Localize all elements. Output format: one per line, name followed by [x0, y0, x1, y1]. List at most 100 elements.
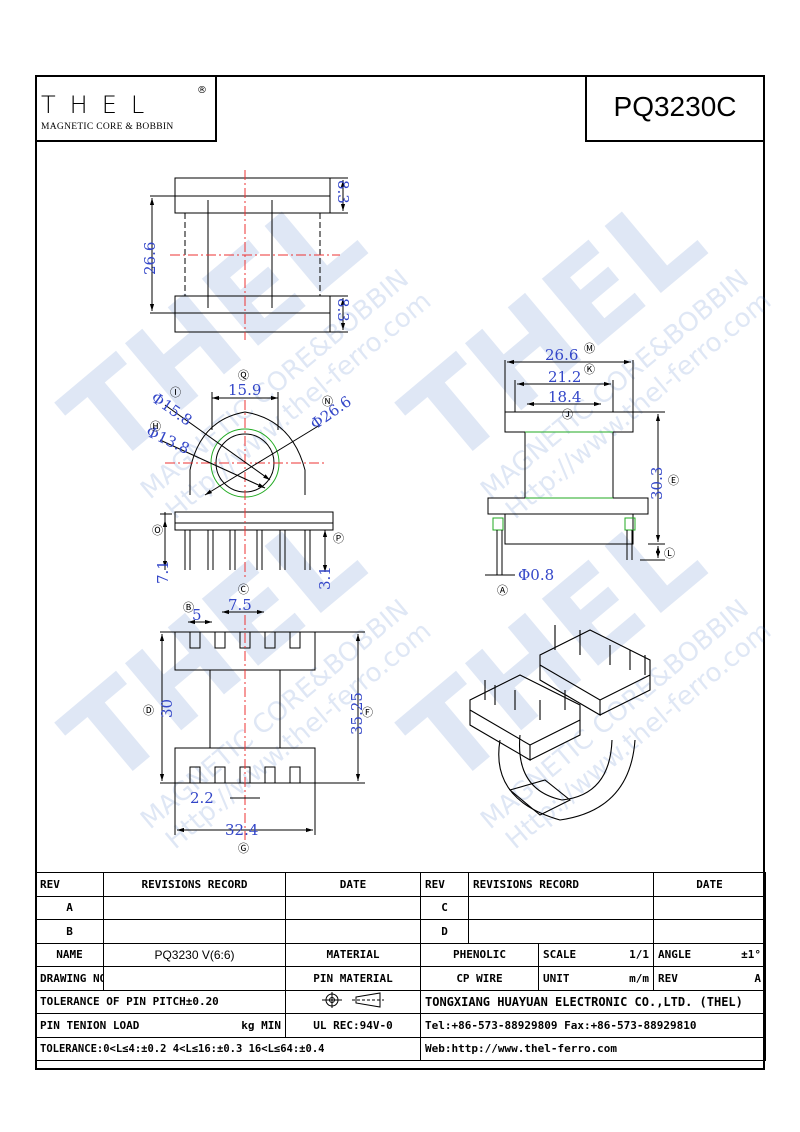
- general-tolerance: TOLERANCE:0<L≤4:±0.2 4<L≤16:±0.3 16<L≤64…: [35, 1036, 421, 1061]
- dim-top-w-mid: 26.6: [545, 346, 578, 364]
- dim-pin-dia: Φ0.8: [518, 566, 554, 584]
- projection-symbol: [285, 989, 421, 1014]
- rev-c-date: [653, 895, 766, 920]
- date-header-2: DATE: [653, 872, 766, 897]
- material-label: MATERIAL: [285, 942, 421, 967]
- logo-subtitle: MAGNETIC CORE & BOBBIN: [41, 122, 174, 132]
- unit-cell: UNIT m/m: [538, 966, 654, 991]
- dim-top-height: 30.3: [648, 467, 666, 500]
- marker-l: Ⓛ: [664, 547, 675, 560]
- name-value: PQ3230 V(6:6): [103, 942, 286, 967]
- marker-e: Ⓔ: [668, 474, 679, 487]
- dim-top-w-j: 18.4: [548, 388, 581, 406]
- rev-b-record: [103, 919, 286, 944]
- rev-b: B: [35, 919, 104, 944]
- dim-bottom-d: 30: [158, 699, 176, 718]
- marker-p: Ⓟ: [333, 532, 344, 545]
- unit-value: m/m: [629, 971, 649, 985]
- ul-rating: UL REC:94V-0: [285, 1013, 421, 1038]
- dim-top-w-k: 21.2: [548, 368, 581, 386]
- dim-bottom-pin: 2.2: [190, 789, 214, 807]
- dim-bottom-f: 35.25: [348, 692, 366, 735]
- dim-pin-o: 7.1: [154, 560, 172, 584]
- scale-label: SCALE: [543, 948, 577, 962]
- company-name: TONGXIANG HUAYUAN ELECTRONIC CO.,LTD. (T…: [420, 989, 766, 1014]
- dim-pin-p: 3.1: [316, 566, 334, 590]
- marker-g: Ⓖ: [238, 842, 249, 855]
- rev-header: REV: [35, 872, 104, 897]
- pin-load-label: PIN TENION LOAD: [40, 1018, 140, 1032]
- marker-q: Ⓠ: [238, 369, 249, 382]
- marker-k: Ⓚ: [584, 363, 595, 376]
- dim-side-top: 8.3: [334, 180, 352, 204]
- contact-tel: Tel:+86-573-88929809 Fax:+86-573-8892981…: [420, 1013, 766, 1038]
- pin-load-unit: kg MIN: [241, 1018, 281, 1032]
- part-number-box: PQ3230C: [585, 77, 763, 142]
- drawing-no-value: [103, 966, 286, 991]
- drawing-sheet: THEL ® MAGNETIC CORE & BOBBIN PQ3230C: [35, 75, 765, 1070]
- front-pins: [184, 530, 311, 570]
- iso-pins: [484, 625, 646, 720]
- tolerance-pin-pitch: TOLERANCE OF PIN PITCH±0.20: [35, 989, 286, 1014]
- registered-mark: ®: [197, 85, 207, 96]
- isometric-view: [469, 625, 651, 821]
- top-view: [485, 359, 665, 576]
- projection-symbol-icon: [322, 992, 384, 1009]
- rev-a: A: [35, 895, 104, 920]
- bottom-view: [159, 609, 365, 840]
- unit-label: UNIT: [543, 971, 570, 985]
- marker-b: Ⓑ: [183, 601, 194, 614]
- revisions-header: REVISIONS RECORD: [103, 872, 286, 897]
- marker-o: Ⓞ: [152, 524, 163, 537]
- part-number: PQ3230C: [613, 91, 737, 122]
- date-header: DATE: [285, 872, 421, 897]
- scale-cell: SCALE 1/1: [538, 942, 654, 967]
- rev-a-record: [103, 895, 286, 920]
- rev-c: C: [420, 895, 469, 920]
- rev-header-2: REV: [420, 872, 469, 897]
- marker-m: Ⓜ: [584, 342, 595, 355]
- bottom-pin-slots: [189, 631, 301, 784]
- marker-c: Ⓒ: [238, 583, 249, 596]
- marker-f: Ⓕ: [362, 706, 373, 719]
- rev-value: A: [754, 971, 761, 985]
- rev-c-record: [468, 895, 654, 920]
- title-block: REV REVISIONS RECORD DATE REV REVISIONS …: [35, 872, 766, 1061]
- angle-label: ANGLE: [658, 948, 692, 962]
- name-label: NAME: [35, 942, 104, 967]
- marker-i: Ⓘ: [170, 386, 181, 399]
- dim-front-width: 15.9: [228, 381, 261, 399]
- dim-bottom-c: 7.5: [228, 596, 252, 614]
- dim-bottom-width: 32.4: [225, 821, 258, 839]
- pin-material-label: PIN MATERIAL: [285, 966, 421, 991]
- marker-a: Ⓐ: [497, 584, 508, 597]
- rev-d: D: [420, 919, 469, 944]
- pin-material-value: CP WIRE: [420, 966, 539, 991]
- logo-mark: THEL: [41, 91, 159, 119]
- rev-d-record: [468, 919, 654, 944]
- drawing-no-label: DRAWING NO: [35, 966, 104, 991]
- marker-d: Ⓓ: [143, 704, 154, 717]
- logo: THEL ® MAGNETIC CORE & BOBBIN: [37, 77, 217, 142]
- side-view: [149, 170, 348, 340]
- rev-b-date: [285, 919, 421, 944]
- contact-web: Web:http://www.thel-ferro.com: [420, 1036, 766, 1061]
- dim-bottom-b: 5: [192, 606, 202, 624]
- marker-h: Ⓗ: [150, 420, 161, 433]
- dim-side-bottom: 8.3: [334, 298, 352, 322]
- pin-load-cell: PIN TENION LOAD kg MIN: [35, 1013, 286, 1038]
- rev-label: REV: [658, 971, 678, 985]
- rev-a-date: [285, 895, 421, 920]
- rev-d-date: [653, 919, 766, 944]
- scale-value: 1/1: [629, 948, 649, 962]
- revisions-header-2: REVISIONS RECORD: [468, 872, 654, 897]
- marker-n: Ⓝ: [322, 395, 333, 408]
- angle-cell: ANGLE ±1°: [653, 942, 766, 967]
- angle-value: ±1°: [741, 948, 761, 962]
- material-value: PHENOLIC: [420, 942, 539, 967]
- dim-side-height: 26.6: [141, 242, 159, 275]
- front-view: [159, 392, 334, 580]
- rev-cell: REV A: [653, 966, 766, 991]
- marker-j: Ⓙ: [562, 408, 573, 421]
